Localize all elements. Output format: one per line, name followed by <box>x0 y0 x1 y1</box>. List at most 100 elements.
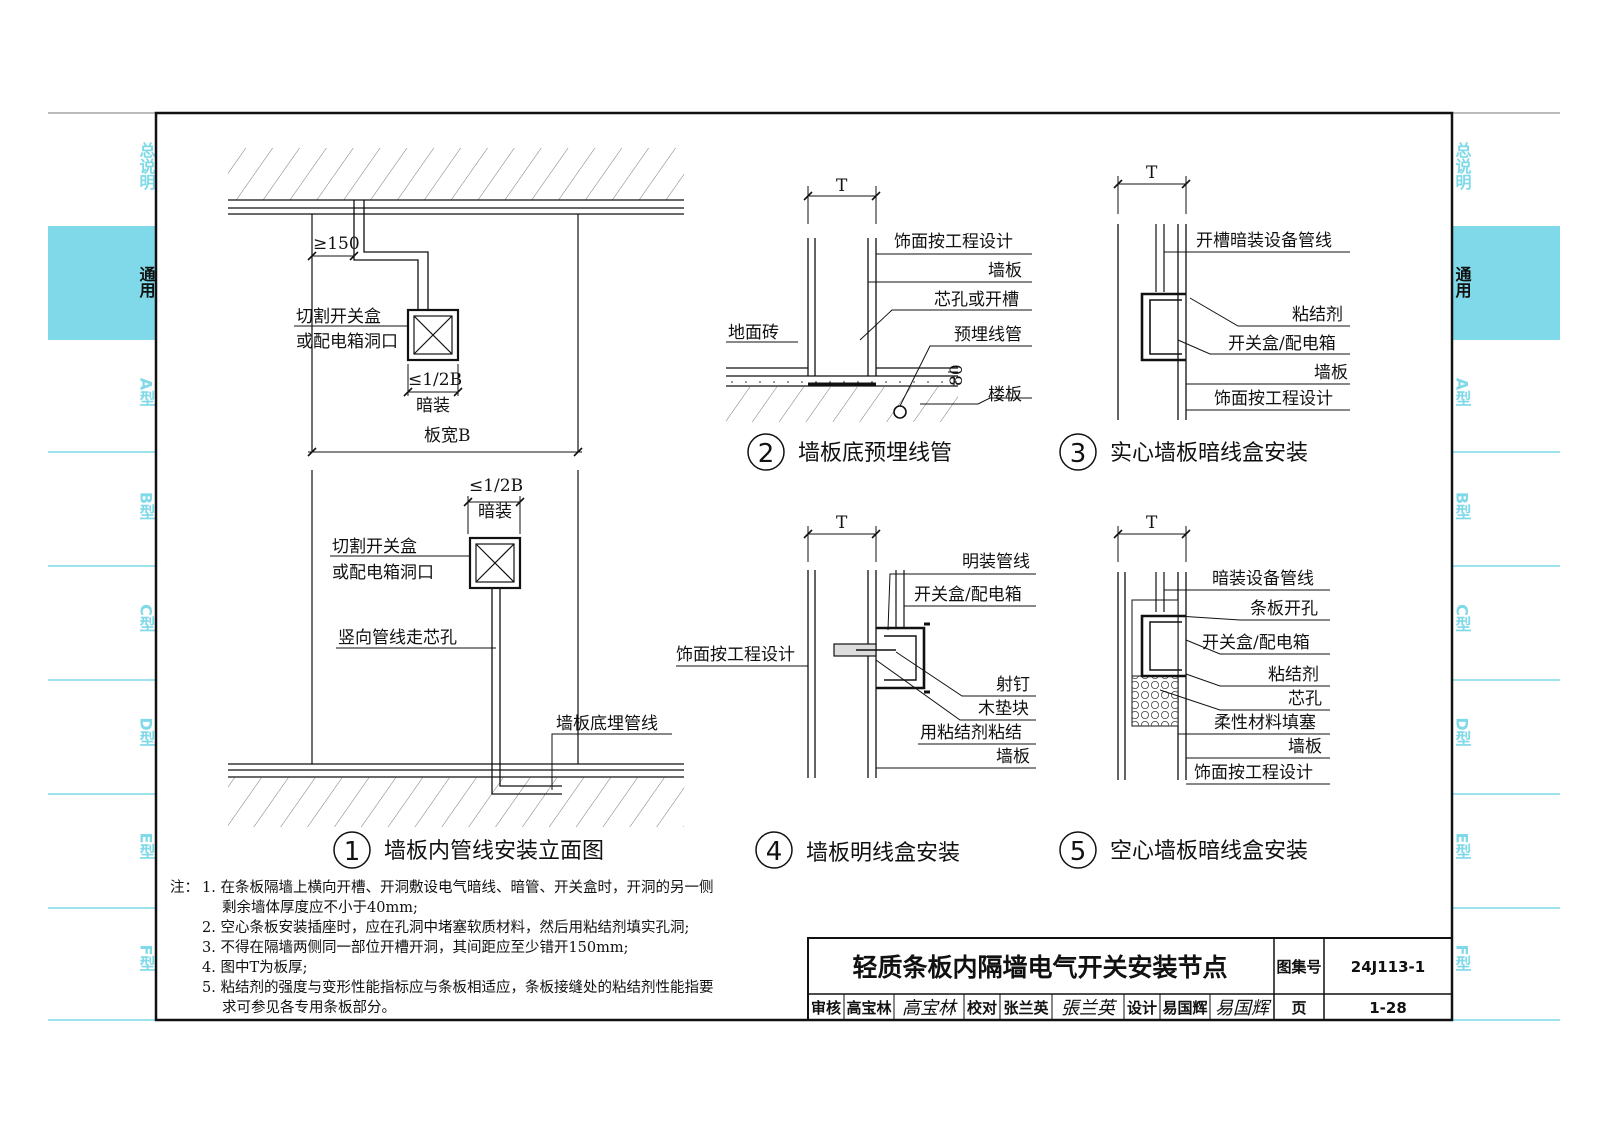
tab-general-left: 通用 <box>137 266 156 299</box>
note-5: 5. 粘结剂的强度与变形性能指标应与条板相适应，条板接缝处的粘结剂性能指要 <box>202 978 713 996</box>
note-1: 1. 在条板隔墙上横向开槽、开洞敷设电气暗线、暗管、开关盒时，开洞的另一侧 <box>202 878 713 896</box>
fig1-bottom-pipe: 墙板底埋管线 <box>556 714 658 734</box>
fig1-box-label-bot-1: 切割开关盒 <box>332 537 417 557</box>
note-2: 2. 空心条板安装插座时，应在孔洞中堵塞软质材料，然后用粘结剂填实孔洞; <box>202 918 689 936</box>
side-tabs: 通用 通用 总说明 总说明 A型 A型 B型 B型 C型 C型 D型 D型 E型… <box>48 112 1560 1021</box>
fig4-nail: 射钉 <box>996 675 1030 695</box>
atlas-label: 图集号 <box>1276 958 1321 976</box>
fig1-concealed-1: 暗装 <box>416 396 450 416</box>
fig3-number: 3 <box>1070 439 1087 469</box>
tab-b-right: B型 <box>1453 492 1472 520</box>
fig4-surface-pipe: 明装管线 <box>962 552 1030 572</box>
tab-general-right: 通用 <box>1453 266 1472 299</box>
atlas-number: 24J113-1 <box>1351 958 1425 976</box>
fig4-number: 4 <box>766 837 783 867</box>
figure-1-labels: ≥150 切割开关盒 或配电箱洞口 ≤1/2B 暗装 板宽B ≤1/2B 暗装 … <box>296 234 658 869</box>
sheet-frame <box>154 111 1454 1022</box>
tab-e-left: E型 <box>137 833 156 860</box>
title-block <box>807 937 1453 1021</box>
tab-a-left: A型 <box>137 378 156 406</box>
title-block-text: 轻质条板内隔墙电气开关安装节点 图集号 24J113-1 审核 高宝林 高宝林 … <box>811 953 1425 1019</box>
designer-signature: 易国辉 <box>1215 998 1272 1019</box>
fig1-half-b-1: ≤1/2B <box>408 370 462 390</box>
fig2-dim80: 80 <box>947 364 967 386</box>
fig5-finish: 饰面按工程设计 <box>1194 763 1313 783</box>
fig3-slot-pipe: 开槽暗装设备管线 <box>1196 231 1332 251</box>
fig4-finish: 饰面按工程设计 <box>676 645 795 665</box>
figure-3-labels: T 开槽暗装设备管线 粘结剂 开关盒/配电箱 墙板 饰面按工程设计 3 实心墙板… <box>1059 163 1348 471</box>
fig5-box: 开关盒/配电箱 <box>1202 633 1310 653</box>
fig4-glue: 用粘结剂粘结 <box>920 723 1022 743</box>
fig1-vertical-pipe: 竖向管线走芯孔 <box>338 628 457 648</box>
designer-name: 易国辉 <box>1162 999 1207 1017</box>
tab-d-left: D型 <box>137 717 156 746</box>
notes-label: 注： <box>170 879 199 896</box>
fig1-number: 1 <box>344 837 361 867</box>
fig4-box: 开关盒/配电箱 <box>914 585 1022 605</box>
fig2-floor-tile: 地面砖 <box>728 323 779 343</box>
checker-name: 张兰英 <box>1003 999 1049 1017</box>
tab-overview-left: 总说明 <box>137 141 156 191</box>
note-5-cont: 求可参见各专用条板部分。 <box>222 998 396 1016</box>
fig4-number-circle <box>755 831 793 869</box>
fig4-title: 墙板明线盒安装 <box>806 841 960 866</box>
fig5-concealed-pipe: 暗装设备管线 <box>1212 569 1314 589</box>
fig2-slab: 楼板 <box>988 385 1022 405</box>
fig5-panel: 墙板 <box>1288 737 1322 757</box>
tab-overview-right: 总说明 <box>1453 141 1472 191</box>
fig1-box-label-bot-2: 或配电箱洞口 <box>332 563 434 583</box>
sheet-title: 轻质条板内隔墙电气开关安装节点 <box>852 953 1227 982</box>
figure-4-detail <box>676 526 1036 778</box>
fig1-box-label-top-2: 或配电箱洞口 <box>296 332 398 352</box>
page-label: 页 <box>1291 999 1306 1017</box>
checker-signature: 張兰英 <box>1061 998 1118 1019</box>
fig4-wood-block: 木垫块 <box>978 699 1029 719</box>
fig3-t: T <box>1146 163 1158 183</box>
reviewer-name: 高宝林 <box>846 999 892 1017</box>
fig4-panel: 墙板 <box>996 747 1030 767</box>
fig5-t: T <box>1146 513 1158 533</box>
fig2-panel: 墙板 <box>988 261 1022 281</box>
check-label: 校对 <box>967 999 997 1017</box>
fig2-title: 墙板底预埋线管 <box>798 441 952 466</box>
fig1-concealed-2: 暗装 <box>478 502 512 522</box>
reviewer-signature: 高宝林 <box>902 998 958 1019</box>
figure-3-detail <box>1113 176 1350 420</box>
figure-2-detail <box>726 186 1032 422</box>
figure-4-labels: T 明装管线 开关盒/配电箱 饰面按工程设计 射钉 木垫块 用粘结剂粘结 墙板 … <box>676 513 1030 869</box>
review-label: 审核 <box>811 999 841 1017</box>
note-4: 4. 图中T为板厚; <box>202 958 308 976</box>
fig3-finish: 饰面按工程设计 <box>1214 389 1333 409</box>
fig3-panel: 墙板 <box>1314 363 1348 383</box>
fig2-pipe: 预埋线管 <box>954 325 1022 345</box>
fig1-half-b-2: ≤1/2B <box>469 476 523 496</box>
fig3-adhesive: 粘结剂 <box>1292 305 1343 325</box>
notes: 注： 1. 在条板隔墙上横向开槽、开洞敷设电气暗线、暗管、开关盒时，开洞的另一侧… <box>170 878 713 1016</box>
figure-1-elevation <box>228 148 684 827</box>
fig3-number-circle <box>1059 433 1097 471</box>
fig5-number-circle <box>1059 831 1097 869</box>
tab-c-right: C型 <box>1453 604 1472 632</box>
figure-5-detail <box>1113 526 1330 785</box>
fig3-title: 实心墙板暗线盒安装 <box>1110 441 1308 466</box>
fig2-finish: 饰面按工程设计 <box>894 232 1013 252</box>
fig5-fill: 柔性材料填塞 <box>1214 713 1316 733</box>
fig2-core: 芯孔或开槽 <box>934 290 1019 310</box>
fig5-core: 芯孔 <box>1288 689 1322 709</box>
tab-f-left: F型 <box>137 945 156 972</box>
fig4-t: T <box>836 513 848 533</box>
fig1-title: 墙板内管线安装立面图 <box>384 839 604 864</box>
fig5-adhesive: 粘结剂 <box>1268 665 1319 685</box>
fig5-number: 5 <box>1070 837 1087 867</box>
fig5-slot: 条板开孔 <box>1250 599 1318 619</box>
tab-d-right: D型 <box>1453 717 1472 746</box>
figure-5-labels: T 暗装设备管线 条板开孔 开关盒/配电箱 粘结剂 芯孔 柔性材料填塞 墙板 饰… <box>1059 513 1322 869</box>
fig2-t: T <box>836 176 848 196</box>
fig1-box-label-top-1: 切割开关盒 <box>296 307 381 327</box>
tab-c-left: C型 <box>137 604 156 632</box>
page-number: 1-28 <box>1369 999 1407 1017</box>
fig3-box: 开关盒/配电箱 <box>1228 334 1336 354</box>
fig5-title: 空心墙板暗线盒安装 <box>1110 839 1308 864</box>
tab-a-right: A型 <box>1453 378 1472 406</box>
